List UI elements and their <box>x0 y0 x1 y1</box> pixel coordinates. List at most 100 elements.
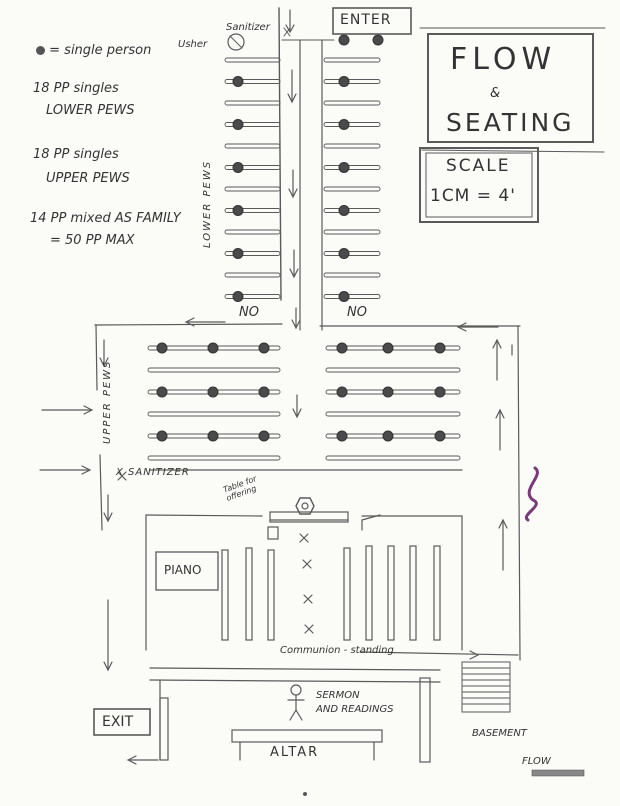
person-marker <box>156 430 168 442</box>
person-marker <box>232 119 244 130</box>
basement-label: BASEMENT <box>472 728 527 739</box>
person-marker <box>156 342 168 354</box>
lower-pew-left <box>224 272 281 278</box>
lower-pew-right <box>323 294 381 299</box>
person-marker <box>434 386 446 398</box>
lower-pew-left <box>224 57 281 63</box>
legend-line2a: 18 PP singles <box>33 147 119 162</box>
person-marker <box>336 430 348 442</box>
upper-pew-left <box>147 455 281 461</box>
upper-section-outline <box>39 317 521 672</box>
scale-value: 1CM = 4' <box>430 186 516 206</box>
usher-marker <box>227 33 245 51</box>
lower-pew-right <box>323 165 381 170</box>
lower-pews-right <box>323 34 384 302</box>
signature-scribble <box>531 769 585 777</box>
person-marker <box>434 430 446 442</box>
upper-pews-right <box>325 342 461 461</box>
altar-label: ALTAR <box>270 745 320 760</box>
person-marker <box>156 386 168 398</box>
lower-pew-right <box>323 229 381 235</box>
person-marker <box>207 342 219 354</box>
sanitizer-mid-x <box>117 471 127 481</box>
lectern <box>295 497 315 515</box>
lower-pew-right <box>323 100 381 106</box>
sanitizer-mid-label: X SANITIZER <box>116 467 190 478</box>
center-aisle-lines <box>299 39 323 331</box>
title-box <box>427 33 594 143</box>
person-marker <box>336 386 348 398</box>
person-marker-icon <box>36 46 45 55</box>
title-seating: SEATING <box>446 108 575 137</box>
no-right-label: NO <box>347 305 367 320</box>
person-marker <box>372 34 384 46</box>
lower-pew-left <box>224 251 281 256</box>
person-marker <box>258 386 270 398</box>
offering-table <box>267 526 279 540</box>
legend-line1b: LOWER PEWS <box>46 103 135 118</box>
lower-pew-right <box>323 143 381 149</box>
person-marker <box>232 76 244 87</box>
person-marker <box>338 291 350 302</box>
scale-box <box>419 147 539 223</box>
person-marker <box>232 162 244 173</box>
person-marker <box>336 342 348 354</box>
communion-label: Communion - standing <box>280 645 394 656</box>
upper-pews-label: UPPER PEWS <box>102 359 113 444</box>
piano-label: PIANO <box>164 563 202 577</box>
person-marker <box>338 248 350 259</box>
title-amp: & <box>490 86 501 101</box>
legend-marker-desc: = single person <box>49 43 152 58</box>
lower-pew-left <box>224 143 281 149</box>
person-marker <box>232 291 244 302</box>
lower-pews-label: LOWER PEWS <box>202 159 213 248</box>
lower-pew-left <box>224 208 281 213</box>
upper-pews-left <box>147 342 281 461</box>
lower-pew-left <box>224 186 281 192</box>
person-marker <box>434 342 446 354</box>
person-marker <box>338 162 350 173</box>
title-flow: FLOW <box>450 42 557 77</box>
flow-footer-label: FLOW <box>522 756 551 767</box>
lower-pew-left <box>224 122 281 127</box>
lower-pew-right <box>323 122 381 127</box>
legend-line3b: = 50 PP MAX <box>50 233 135 248</box>
lower-pew-left <box>224 294 281 299</box>
person-marker <box>207 430 219 442</box>
lower-pew-right <box>323 272 381 278</box>
upper-pew-left <box>147 411 281 417</box>
upper-pew-right <box>325 455 461 461</box>
lower-pew-left <box>224 165 281 170</box>
left-aisle-lines <box>278 7 335 301</box>
lower-pew-right <box>323 208 381 213</box>
lower-pew-right <box>323 79 381 84</box>
exit-box <box>93 708 151 736</box>
lower-pews-left <box>224 57 281 302</box>
upper-pew-right <box>325 367 461 373</box>
upper-pew-left <box>147 367 281 373</box>
person-marker <box>258 342 270 354</box>
lower-pew-right <box>323 251 381 256</box>
person-marker <box>338 205 350 216</box>
person-marker <box>207 386 219 398</box>
person-marker <box>382 430 394 442</box>
piano-box <box>155 551 219 591</box>
sermon-label: SERMON <box>316 690 360 701</box>
legend-line3a: 14 PP mixed AS FAMILY <box>30 211 181 226</box>
legend-marker-row: = single person <box>36 42 151 59</box>
usher-x <box>229 35 243 49</box>
sanitizer-top-label: Sanitizer <box>226 22 270 33</box>
exit-label: EXIT <box>102 714 134 730</box>
scale-title: SCALE <box>446 156 511 176</box>
lower-pew-left <box>224 229 281 235</box>
lower-pew-left <box>224 79 281 84</box>
person-marker <box>382 386 394 398</box>
ink-scribble <box>524 466 539 522</box>
upper-pew-right <box>325 411 461 417</box>
lower-pew-right <box>323 186 381 192</box>
person-marker <box>232 248 244 259</box>
lower-pew-right <box>323 57 381 63</box>
person-marker <box>338 76 350 87</box>
